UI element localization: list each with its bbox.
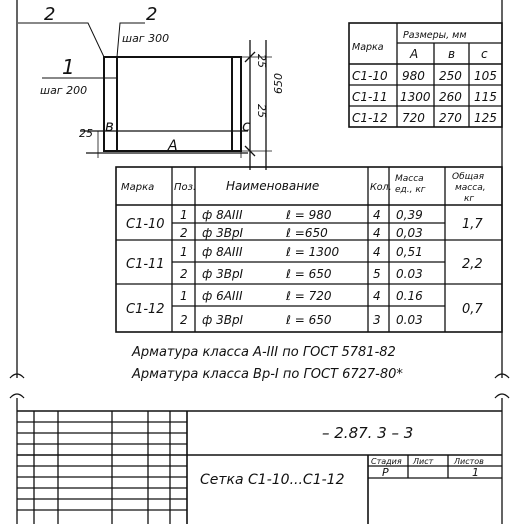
drawing-title: Сетка С1-10...С1-12	[200, 472, 345, 488]
spec-row-qty: 5	[373, 267, 381, 281]
spec-row-mass: 0,39	[396, 208, 423, 222]
sizes-col-c: с	[481, 47, 488, 61]
spec-group-total: 2,2	[462, 257, 483, 272]
spec-header-mass-1: Масса	[395, 174, 424, 184]
callout-step-300: шаг 300	[122, 32, 169, 45]
spec-row-qty: 4	[373, 245, 381, 259]
sizes-row-a: 720	[402, 111, 425, 125]
spec-table-grid	[115, 166, 503, 333]
spec-group-total: 1,7	[462, 217, 483, 232]
spec-row-length: ℓ = 980	[285, 208, 332, 222]
spec-header-name: Наименование	[226, 179, 319, 193]
spec-row-mass: 0.16	[396, 289, 423, 303]
spec-row-pos: 1	[180, 289, 188, 303]
sheet-label: Лист	[412, 457, 434, 466]
mesh-drawing	[18, 22, 272, 170]
spec-row-pos: 1	[180, 208, 188, 222]
title-block-grid	[17, 410, 502, 524]
spec-header-mark: Марка	[121, 182, 154, 193]
spec-header-mass-2: ед., кг	[395, 185, 426, 195]
spec-row-name: ф 3ВрI	[202, 226, 244, 240]
callout-pos2-right: 2	[146, 4, 157, 25]
note-line: Арматура класса Вр-I по ГОСТ 6727-80*	[131, 367, 403, 382]
spec-group-mark: С1-12	[126, 302, 165, 317]
spec-row-pos: 1	[180, 245, 188, 259]
sizes-row-mark: С1-11	[352, 90, 388, 104]
sizes-row-c: 115	[474, 90, 497, 104]
spec-row-length: ℓ = 1300	[285, 245, 340, 259]
spec-header-total-1: Общая	[452, 172, 485, 182]
sizes-row-b: 270	[439, 111, 462, 125]
dim-right-mid: 650	[272, 73, 285, 94]
break-mark-left-top	[9, 373, 25, 379]
spec-group-mark: С1-10	[126, 217, 165, 232]
dim-bottom-b: в	[105, 117, 114, 135]
spec-row-pos: 2	[180, 313, 188, 327]
dim-bottom-c: с	[242, 117, 251, 135]
sizes-row-c: 125	[474, 111, 497, 125]
spec-row-length: ℓ = 650	[285, 313, 332, 327]
spec-row-name: ф 6АIII	[202, 289, 243, 303]
doc-code: – 2.87. 3 – 3	[322, 424, 413, 442]
sizes-row-b: 260	[439, 90, 462, 104]
sizes-header-sizes: Размеры, мм	[403, 30, 467, 41]
spec-row-mass: 0,51	[396, 245, 423, 259]
dim-right-bot: 25	[255, 104, 268, 118]
break-mark-right-bottom	[494, 393, 510, 399]
spec-row-length: ℓ =650	[285, 226, 328, 240]
sizes-header-mark: Марка	[352, 42, 384, 53]
spec-row-qty: 4	[373, 208, 381, 222]
sizes-row-mark: С1-10	[352, 69, 388, 83]
callout-pos1: 1	[62, 55, 75, 79]
spec-row-name: ф 8АIII	[202, 208, 243, 222]
sheets-value: 1	[472, 466, 479, 479]
spec-header-pos: Поз.	[174, 182, 196, 193]
dim-bottom-a: А	[167, 138, 178, 154]
break-mark-left-bottom	[9, 393, 25, 399]
sizes-table-grid	[348, 22, 503, 128]
sizes-col-b: в	[448, 47, 455, 61]
callout-pos2-left: 2	[44, 4, 55, 25]
stage-label: Стадия	[371, 457, 402, 466]
spec-row-qty: 4	[373, 289, 381, 303]
spec-row-qty: 4	[373, 226, 381, 240]
spec-row-name: ф 3ВрI	[202, 267, 244, 281]
spec-group-mark: С1-11	[126, 257, 165, 272]
spec-row-pos: 2	[180, 226, 188, 240]
sizes-col-a: А	[409, 47, 418, 61]
spec-row-pos: 2	[180, 267, 188, 281]
spec-row-mass: 0,03	[396, 226, 423, 240]
sizes-row-a: 1300	[400, 90, 431, 104]
spec-group-total: 0,7	[462, 302, 483, 317]
spec-row-name: ф 8АIII	[202, 245, 243, 259]
break-mark-right-top	[494, 373, 510, 379]
sizes-row-mark: С1-12	[352, 111, 388, 125]
spec-row-mass: 0.03	[396, 313, 423, 327]
stage-value: Р	[382, 466, 389, 479]
dim-right-top: 25	[255, 54, 268, 68]
spec-row-name: ф 3ВрI	[202, 313, 244, 327]
spec-row-mass: 0.03	[396, 267, 423, 281]
spec-row-length: ℓ = 720	[285, 289, 332, 303]
sizes-row-c: 105	[474, 69, 497, 83]
sheets-label: Листов	[453, 457, 484, 466]
spec-header-total-3: кг	[464, 194, 474, 204]
spec-row-length: ℓ = 650	[285, 267, 332, 281]
callout-step-200: шаг 200	[40, 84, 87, 97]
note-line: Арматура класса А-III по ГОСТ 5781-82	[131, 345, 396, 360]
spec-header-total-2: масса,	[455, 183, 486, 193]
sizes-row-a: 980	[402, 69, 425, 83]
dim-bottom-25: 25	[79, 127, 93, 140]
spec-header-qty: Кол.	[370, 182, 392, 193]
sizes-row-b: 250	[439, 69, 462, 83]
spec-row-qty: 3	[373, 313, 381, 327]
